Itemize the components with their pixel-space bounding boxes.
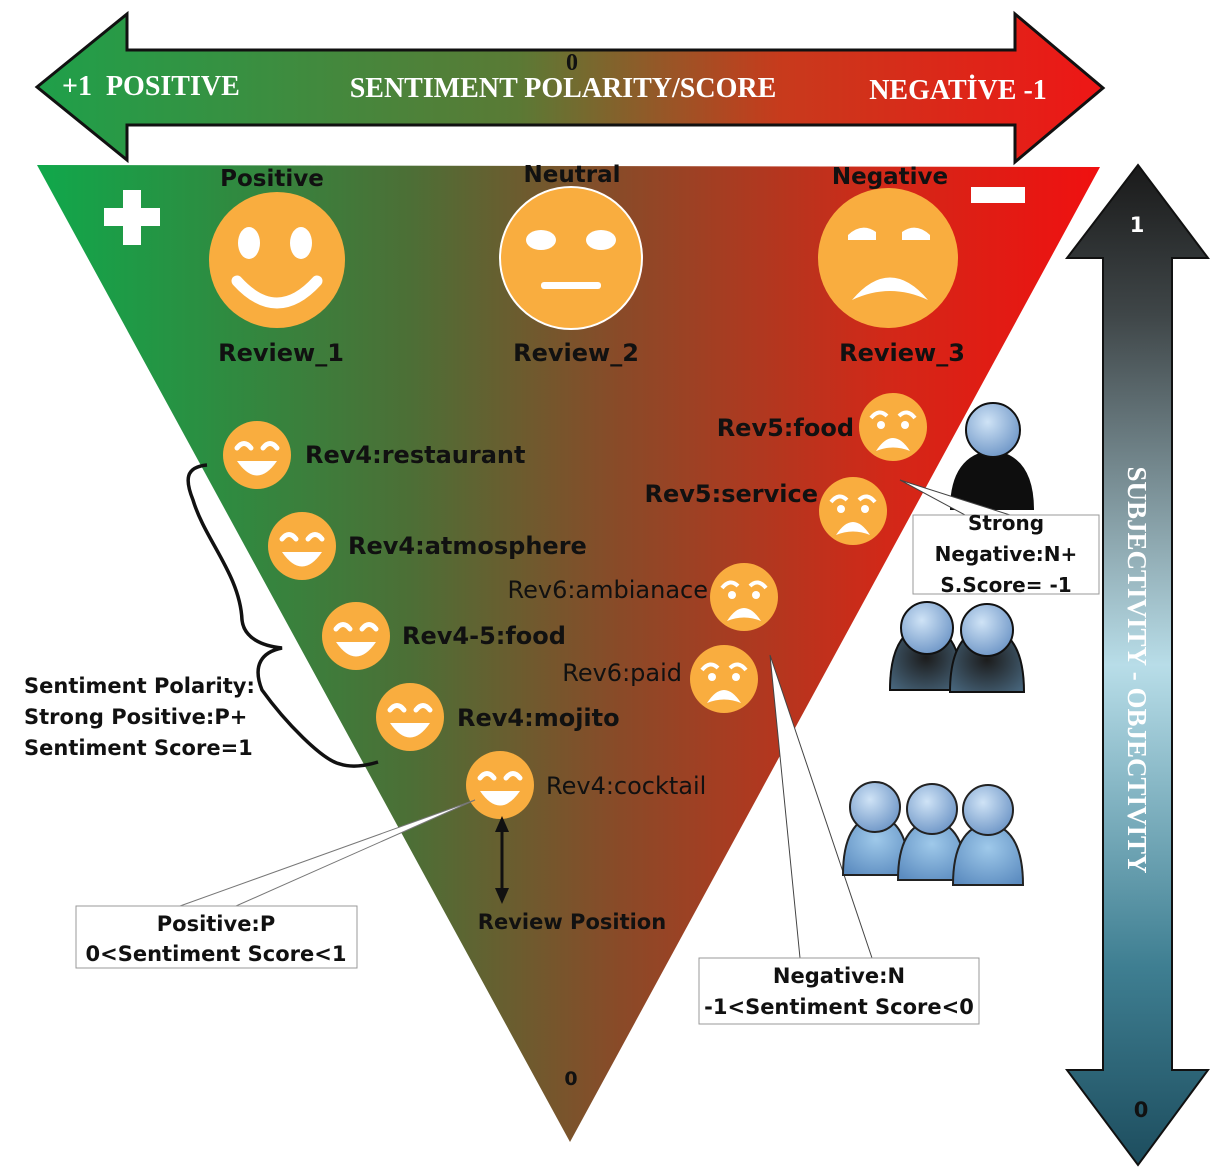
smiley-icon-rev4-restaurant bbox=[223, 421, 291, 489]
minus-icon bbox=[971, 187, 1025, 203]
positive-callout-box: Positive:P 0<Sentiment Score<1 bbox=[75, 905, 358, 969]
strong-positive-line-3: Sentiment Score=1 bbox=[24, 736, 253, 760]
header-positive: Positive bbox=[220, 166, 324, 192]
strong-negative-line-3: S.Score= -1 bbox=[940, 573, 1071, 597]
positive-group-brace bbox=[186, 463, 379, 768]
strong-positive-callout: Sentiment Polarity: Strong Positive:P+ S… bbox=[24, 674, 255, 760]
strong-negative-line-2: Negative:N+ bbox=[935, 542, 1078, 566]
big-smiley-face-icon bbox=[209, 192, 345, 328]
header-negative: Negative bbox=[832, 164, 948, 190]
positive-callout-line-2: 0<Sentiment Score<1 bbox=[86, 942, 347, 966]
aspect-rev4-mojito: Rev4:mojito bbox=[457, 704, 620, 732]
review-position-arrow bbox=[495, 816, 509, 904]
aspect-rev5-service: Rev5:service bbox=[645, 480, 818, 508]
smiley-icon-rev45-food bbox=[322, 602, 390, 670]
big-neutral-face-icon bbox=[499, 186, 643, 330]
sad-icon-rev6-paid bbox=[690, 645, 758, 713]
two-users-icon bbox=[888, 601, 1026, 693]
smiley-icon-rev4-cocktail bbox=[466, 751, 534, 819]
strong-negative-callout-box: Strong Negative:N+ S.Score= -1 bbox=[912, 511, 1100, 597]
sentiment-scale-arrow: 0 +1 POSITIVE SENTIMENT POLARITY/SCORE N… bbox=[34, 10, 1106, 166]
header-neutral: Neutral bbox=[524, 162, 621, 188]
review-1-label: Review_1 bbox=[218, 339, 344, 367]
smiley-icon-rev4-mojito bbox=[376, 683, 444, 751]
scale-positive-label: +1 POSITIVE bbox=[62, 71, 240, 102]
subjectivity-axis-label: SUBJECTIVITY - OBJECTIVITY bbox=[1122, 466, 1152, 873]
plus-icon bbox=[104, 190, 160, 245]
aspect-rev4-restaurant: Rev4:restaurant bbox=[305, 441, 525, 469]
review-2-label: Review_2 bbox=[513, 339, 639, 367]
group-users-icon bbox=[841, 781, 1025, 886]
positive-callout-line-1: Positive:P bbox=[157, 912, 275, 936]
sentiment-triangle bbox=[37, 165, 1100, 1142]
negative-callout-line-1: Negative:N bbox=[773, 964, 905, 988]
negative-callout-box: Negative:N -1<Sentiment Score<0 bbox=[698, 957, 980, 1025]
triangle-bottom-zero: 0 bbox=[564, 1068, 577, 1090]
aspect-rev5-food: Rev5:food bbox=[717, 414, 854, 442]
scale-negative-label: NEGATİVE -1 bbox=[869, 75, 1047, 106]
strong-positive-line-2: Strong Positive:P+ bbox=[24, 705, 247, 729]
smiley-icon-rev4-atmosphere bbox=[268, 512, 336, 580]
sad-icon-rev6-ambianace bbox=[710, 563, 778, 631]
big-sad-face-icon bbox=[818, 188, 958, 328]
review-3-label: Review_3 bbox=[839, 339, 965, 367]
sad-icon-rev5-food bbox=[859, 393, 927, 461]
scale-zero-label: 0 bbox=[566, 50, 578, 76]
aspect-rev4-cocktail: Rev4:cocktail bbox=[546, 772, 706, 800]
strong-positive-line-1: Sentiment Polarity: bbox=[24, 674, 255, 698]
single-user-icon bbox=[950, 402, 1034, 510]
negative-callout-line-2: -1<Sentiment Score<0 bbox=[704, 995, 974, 1019]
aspect-rev45-food: Rev4-5:food bbox=[402, 622, 566, 650]
aspect-rev6-ambianace: Rev6:ambianace bbox=[508, 576, 709, 604]
subjectivity-axis-arrow: 1 0 SUBJECTIVITY - OBJECTIVITY bbox=[1064, 163, 1211, 1167]
sad-icon-rev5-service bbox=[819, 477, 887, 545]
scale-title: SENTIMENT POLARITY/SCORE bbox=[350, 73, 777, 104]
subjectivity-top-label: 1 bbox=[1130, 213, 1145, 237]
review-position-label: Review Position bbox=[478, 910, 666, 934]
aspect-rev6-paid: Rev6:paid bbox=[562, 659, 682, 687]
aspect-rev4-atmosphere: Rev4:atmosphere bbox=[348, 532, 587, 560]
strong-negative-line-1: Strong bbox=[968, 511, 1044, 535]
subjectivity-bottom-label: 0 bbox=[1134, 1098, 1149, 1122]
